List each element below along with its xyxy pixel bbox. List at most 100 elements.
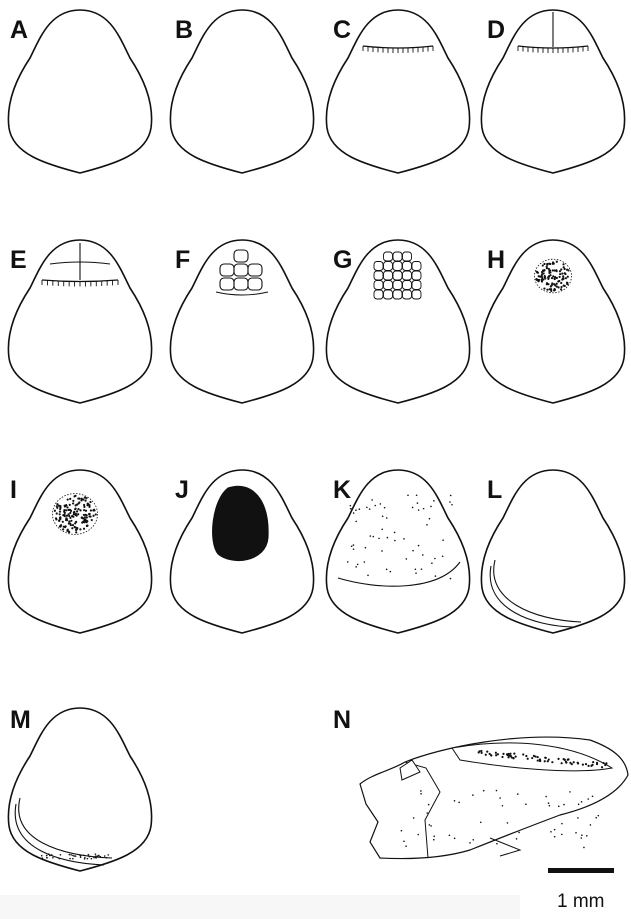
- stipple-dot: [382, 516, 384, 518]
- cell-dot: [557, 280, 559, 282]
- embryo-dot: [512, 757, 514, 759]
- cell-dot: [56, 512, 58, 514]
- cell: [403, 271, 412, 280]
- cell: [412, 271, 421, 280]
- stipple-dot: [97, 855, 99, 857]
- cell-dot: [79, 528, 81, 530]
- stipple-dot: [58, 858, 60, 860]
- cell-dot: [542, 278, 544, 280]
- stipple-dot: [394, 540, 396, 542]
- stipple-dot: [592, 795, 594, 797]
- stipple-dot: [578, 804, 580, 806]
- stipple-dot: [87, 858, 89, 860]
- stipple-dot: [84, 857, 86, 859]
- embryo-dot: [592, 761, 594, 763]
- cell-dot: [83, 506, 85, 508]
- cell-dot: [66, 530, 68, 532]
- cell-dot: [66, 519, 68, 521]
- embryo-dot: [567, 758, 569, 760]
- stipple-dot: [561, 834, 563, 836]
- cell-dot: [62, 528, 64, 530]
- cell-dot: [566, 282, 568, 284]
- stipple-dot: [435, 575, 437, 577]
- embryo-dot: [537, 756, 539, 758]
- stipple-dot: [347, 561, 349, 563]
- stipple-dot: [364, 561, 366, 563]
- stipple-dot: [353, 548, 355, 550]
- cell-dot: [538, 279, 540, 281]
- cell-dot: [68, 509, 70, 511]
- stipple-dot: [423, 508, 425, 510]
- cell: [234, 278, 248, 290]
- stipple-dot: [575, 832, 577, 834]
- stipple-dot: [434, 558, 436, 560]
- stipple-dot: [366, 507, 368, 509]
- stipple-dot: [499, 797, 501, 799]
- embryo-dot: [544, 757, 546, 759]
- egg-drawing-l: [481, 470, 624, 633]
- stipple-dot: [418, 509, 420, 511]
- cell-dot: [59, 518, 61, 520]
- cell-dot: [83, 509, 85, 511]
- stipple-dot: [502, 805, 504, 807]
- stipple-dot: [381, 550, 383, 552]
- cell-dot: [72, 524, 74, 526]
- stipple-dot: [355, 521, 357, 523]
- cell-dot: [74, 526, 76, 528]
- stipple-dot: [449, 501, 451, 503]
- cell-dot: [66, 506, 68, 508]
- stipple-dot: [507, 822, 509, 824]
- stipple-dot: [353, 512, 355, 514]
- cell: [374, 281, 383, 290]
- egg-drawing-f: [170, 240, 313, 403]
- side-view-drawing-n: [360, 737, 628, 858]
- egg-outline: [8, 10, 151, 173]
- stipple-dot: [429, 824, 431, 826]
- cell-dot: [76, 527, 78, 529]
- cell-dot: [84, 500, 86, 502]
- cell-dot: [548, 272, 550, 274]
- cell-dot: [73, 511, 75, 513]
- stipple-dot: [472, 839, 474, 841]
- cell: [393, 262, 402, 271]
- embryo-dot: [582, 764, 584, 766]
- cell-dot: [73, 495, 75, 497]
- cell-dot: [563, 266, 565, 268]
- cell-dot: [60, 524, 62, 526]
- stipple-dot: [442, 555, 444, 557]
- embryo-dot: [497, 753, 499, 755]
- stipple-dot: [469, 842, 471, 844]
- stipple-dot: [70, 854, 72, 856]
- cell-dot: [542, 264, 544, 266]
- egg-outline: [481, 470, 624, 633]
- stipple-dot: [577, 817, 579, 819]
- cell-dot: [75, 513, 77, 515]
- stipple-dot: [42, 857, 44, 859]
- stipple-dot: [550, 831, 552, 833]
- stipple-dot: [518, 832, 520, 834]
- cell-dot: [56, 507, 58, 509]
- cell: [384, 271, 393, 280]
- stipple-dot: [429, 518, 431, 520]
- cell-dot: [562, 277, 564, 279]
- cell-dot: [64, 512, 66, 514]
- stipple-dot: [69, 854, 71, 856]
- stipple-dot: [60, 854, 62, 856]
- stipple-dot: [433, 500, 435, 502]
- embryo-dot: [501, 756, 503, 758]
- cell-dot: [84, 516, 86, 518]
- stipple-dot: [371, 499, 373, 501]
- cell-dot: [86, 525, 88, 527]
- cell: [234, 250, 248, 262]
- stipple-dot: [581, 834, 583, 836]
- cell-dot: [565, 277, 567, 279]
- embryo-dot: [481, 752, 483, 754]
- embryo-dot: [510, 755, 512, 757]
- stipple-dot: [401, 830, 403, 832]
- cell: [412, 262, 421, 271]
- embryo-dot: [565, 762, 567, 764]
- stipple-dot: [415, 568, 417, 570]
- stipple-dot: [357, 564, 359, 566]
- cell-dot: [89, 516, 91, 518]
- stipple-dot: [418, 545, 420, 547]
